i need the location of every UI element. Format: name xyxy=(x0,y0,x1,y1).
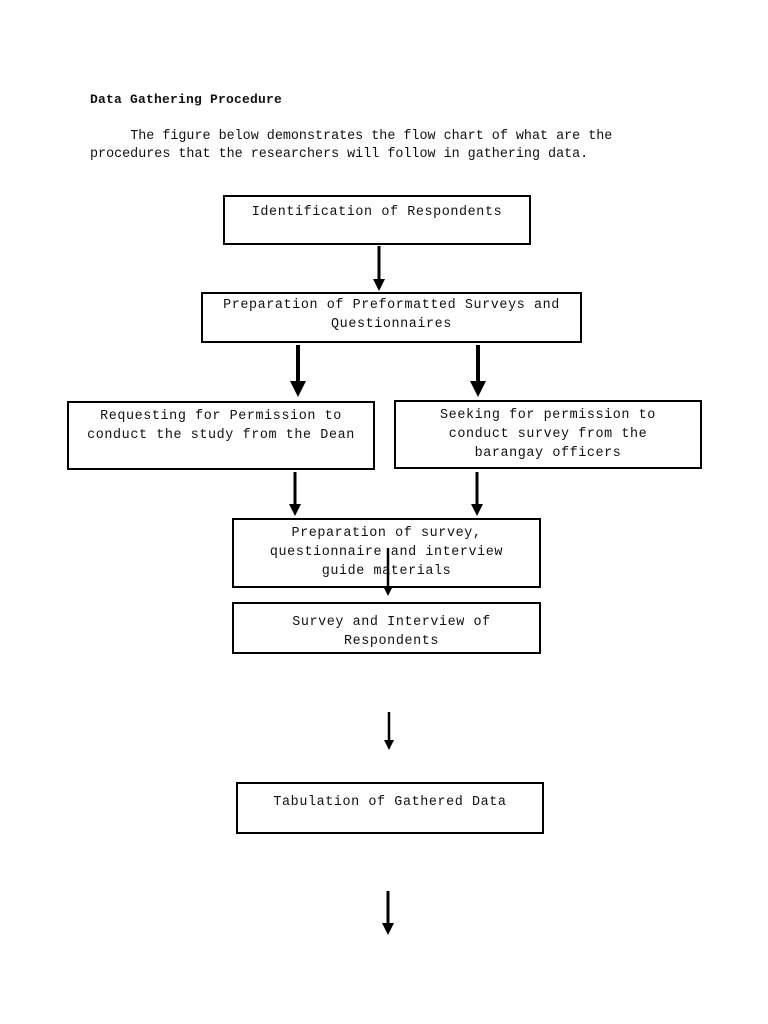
step-survey-interview-box: Survey and Interview of Respondents xyxy=(232,602,541,654)
step-permission-barangay-label: Seeking for permission to conduct survey… xyxy=(440,408,656,461)
step-preparation-surveys-box: Preparation of Preformatted Surveys and … xyxy=(201,292,582,343)
step-permission-dean-label: Requesting for Permission to conduct the… xyxy=(87,409,355,443)
intro-paragraph: The figure below demonstrates the flow c… xyxy=(90,129,621,162)
step-permission-dean-box: Requesting for Permission to conduct the… xyxy=(67,401,375,470)
document-heading: Data Gathering Procedure xyxy=(90,92,283,107)
step-preparation-surveys-label: Preparation of Preformatted Surveys and … xyxy=(223,298,560,332)
step-identification-box: Identification of Respondents xyxy=(223,195,531,245)
step-identification-label: Identification of Respondents xyxy=(251,205,503,220)
step-preparation-materials-box: Preparation of survey, questionnaire and… xyxy=(232,518,541,588)
step-preparation-materials-label: Preparation of survey, questionnaire and… xyxy=(269,526,504,579)
step-tabulation-label: Tabulation of Gathered Data xyxy=(273,795,507,810)
step-permission-barangay-box: Seeking for permission to conduct survey… xyxy=(394,400,702,469)
step-survey-interview-label: Survey and Interview of Respondents xyxy=(292,615,491,649)
step-tabulation-box: Tabulation of Gathered Data xyxy=(236,782,544,834)
